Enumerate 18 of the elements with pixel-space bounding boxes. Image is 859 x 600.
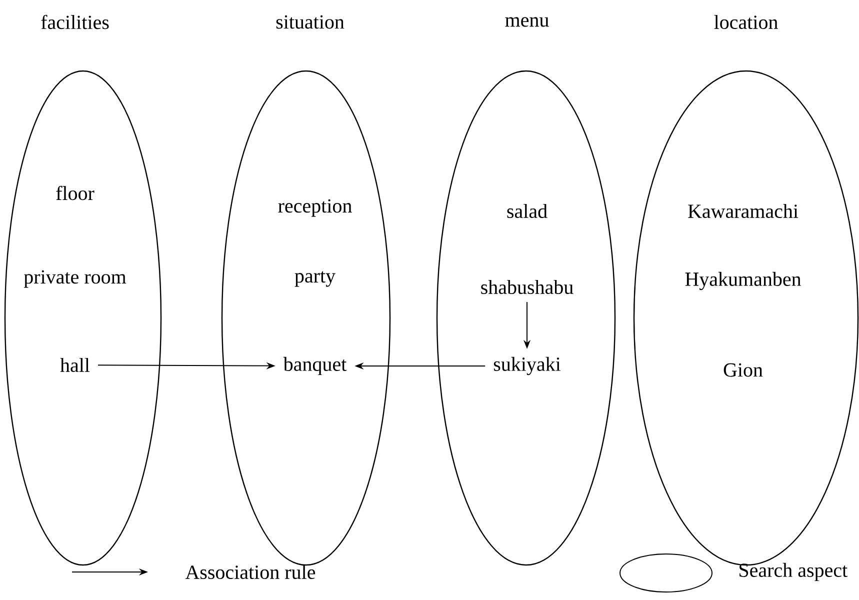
term-label: Hyakumanben bbox=[685, 272, 802, 290]
column-heading: situation bbox=[276, 15, 344, 29]
legend-label: Association rule bbox=[185, 564, 316, 580]
term-label: hall bbox=[60, 358, 90, 372]
term-label: floor bbox=[56, 186, 94, 200]
column-heading: location bbox=[714, 14, 778, 30]
term-label: private room bbox=[24, 270, 126, 288]
term-label: sukiyaki bbox=[494, 356, 561, 376]
term-label: Gion bbox=[724, 363, 763, 377]
term-label: Kawaramachi bbox=[688, 204, 798, 218]
column-heading: facilities bbox=[41, 14, 109, 30]
column-heading: menu bbox=[505, 17, 549, 27]
term-label: salad bbox=[507, 204, 548, 218]
legend-label: Search aspect bbox=[740, 562, 848, 582]
term-label: reception bbox=[278, 199, 352, 217]
term-label: banquet bbox=[283, 356, 347, 376]
term-label: shabushabu bbox=[481, 280, 574, 294]
term-label: party bbox=[294, 271, 336, 287]
